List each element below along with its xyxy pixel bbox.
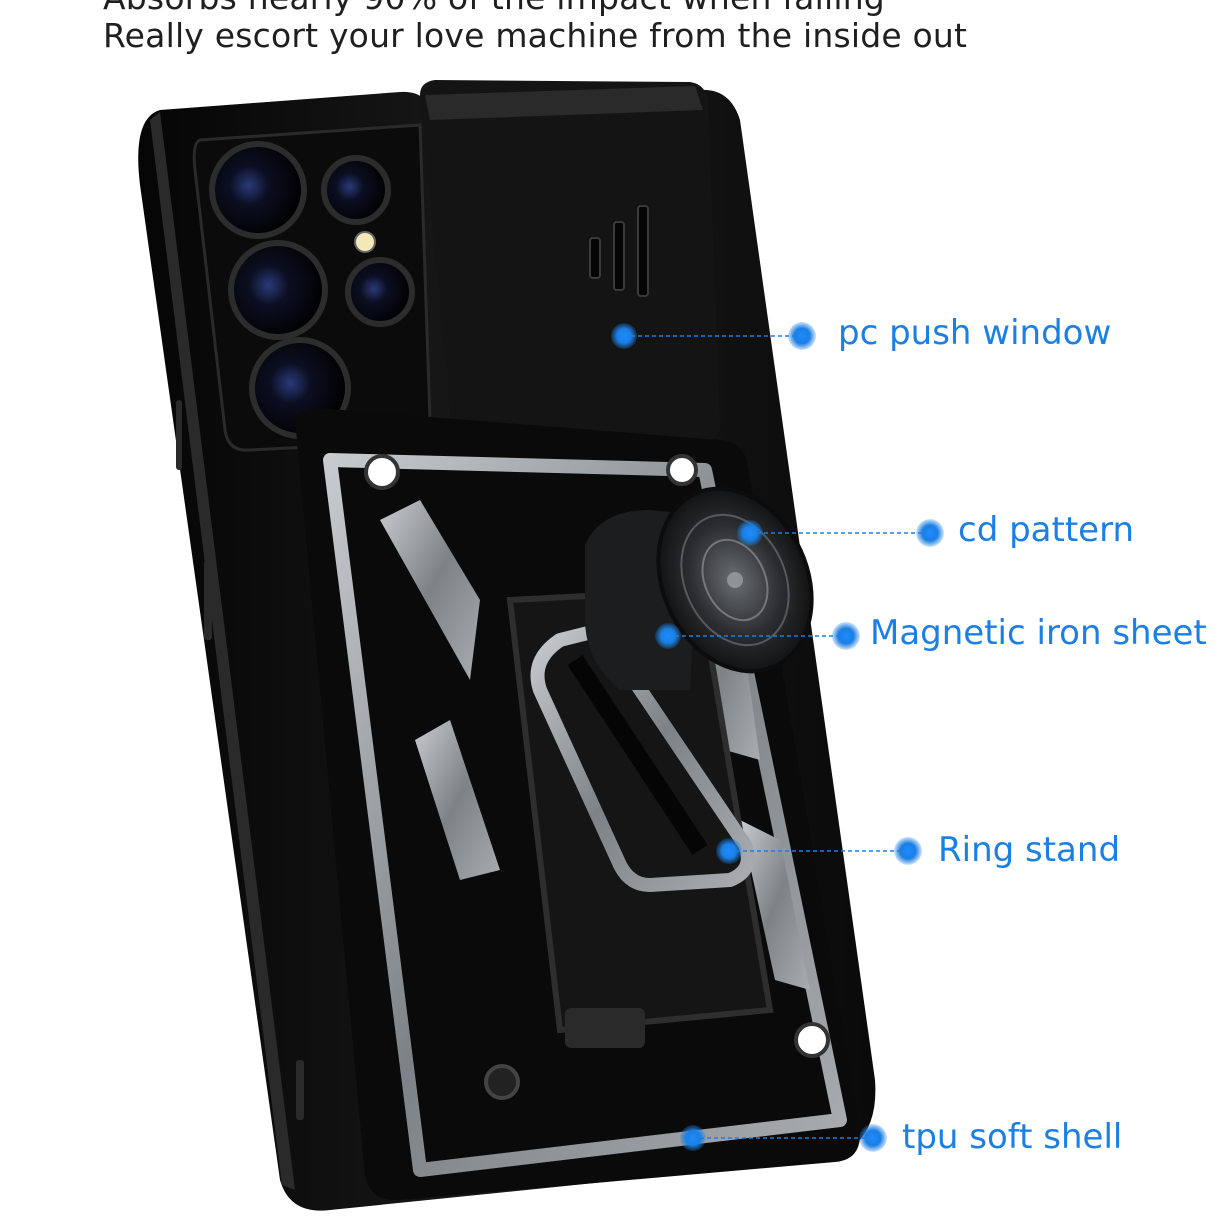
camera-lens-1	[209, 141, 307, 239]
callout-dot-tpu-start	[680, 1125, 706, 1151]
camera-lens-2	[228, 240, 328, 340]
callout-dot-cd-pattern-start	[737, 520, 763, 546]
camera-lens-5	[345, 257, 415, 327]
callout-label-cd-pattern: cd pattern	[958, 510, 1135, 550]
headline-line-2: Really escort your love machine from the…	[103, 16, 968, 55]
callout-dot-magnetic-end	[832, 622, 860, 650]
callout-label-ring-stand: Ring stand	[938, 830, 1121, 870]
callout-label-tpu-soft-shell: tpu soft shell	[902, 1117, 1123, 1157]
pc-push-window	[420, 80, 721, 450]
callout-dots	[611, 322, 944, 1152]
callout-label-magnetic-iron-sheet: Magnetic iron sheet	[870, 613, 1207, 653]
callout-label-pc-push-window: pc push window	[838, 313, 1112, 353]
callout-lines	[624, 335, 930, 1139]
camera-lens-4	[321, 155, 391, 225]
callout-dot-pc-push-window-end	[788, 322, 816, 350]
callout-dot-pc-push-window-start	[611, 323, 637, 349]
callout-dot-cd-pattern-end	[916, 519, 944, 547]
headline-line-1: Absorbs nearly 90% of the impact when fa…	[103, 0, 885, 17]
ring-stand	[530, 623, 755, 892]
callout-dot-ring-end	[894, 837, 922, 865]
callout-dot-magnetic-start	[655, 623, 681, 649]
flash-icon	[354, 231, 376, 253]
callout-dot-ring-start	[716, 838, 742, 864]
camera-module	[192, 123, 432, 452]
callout-dot-tpu-end	[859, 1124, 887, 1152]
